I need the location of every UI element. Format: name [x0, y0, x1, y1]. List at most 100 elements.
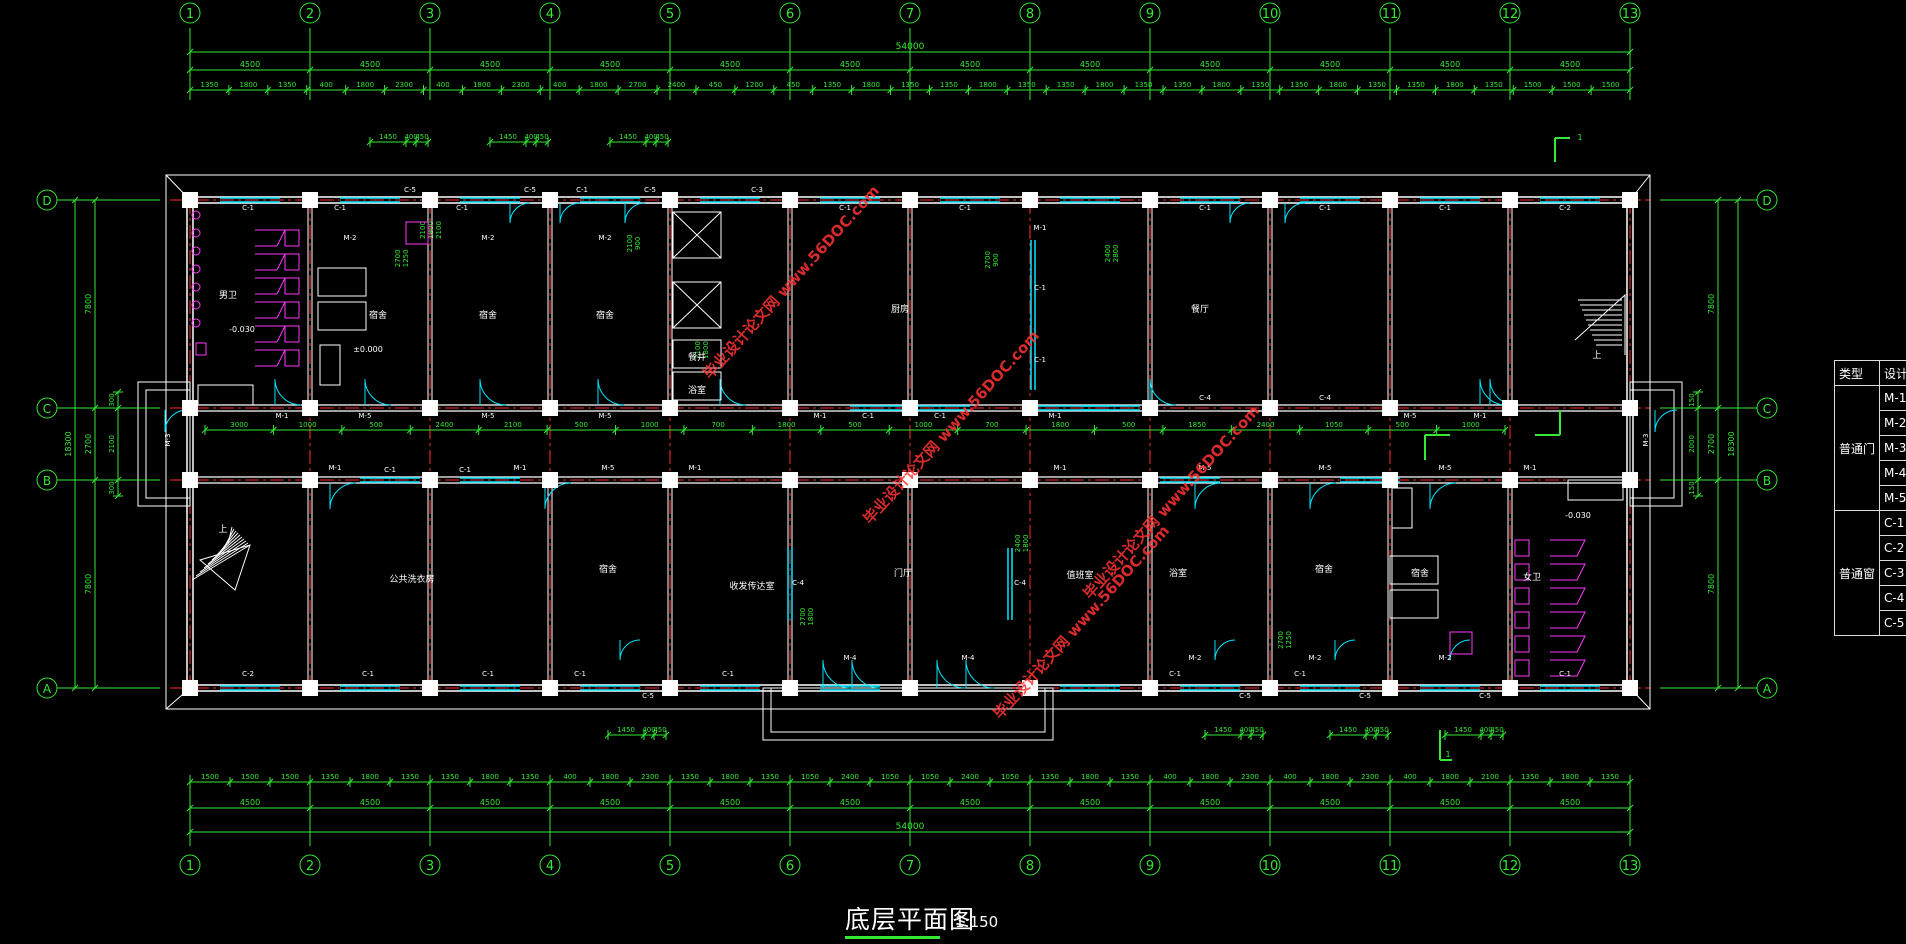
dim-top-detail-label: 1800	[1329, 81, 1347, 89]
dim-bottom-bays-label: 4500	[360, 798, 380, 807]
grid-column-label: 10	[1262, 7, 1279, 22]
dim-left-small-label: 300	[108, 481, 116, 494]
window-tag: C-5	[524, 186, 536, 194]
grid-row-label: B	[1763, 474, 1771, 488]
window-tag: C-1	[482, 670, 494, 678]
grid-bubble	[1139, 854, 1161, 876]
structural-column	[302, 472, 318, 488]
door-tag: M-1	[1523, 464, 1536, 472]
entrance-door	[851, 659, 881, 689]
level-mark: -0.030	[229, 325, 255, 334]
dim-left-small-slash	[114, 388, 122, 396]
dim-top-bays-label: 4500	[600, 60, 620, 69]
entrance-door	[936, 659, 966, 689]
dim-inner-label: 2700	[1277, 631, 1285, 649]
dim-bottom-detail-label: 1800	[601, 773, 619, 781]
dim-bottom-detail-label: 1800	[1561, 773, 1579, 781]
dim-corridor-slash	[1296, 426, 1304, 434]
dim-bottom-detail-label: 1500	[201, 773, 219, 781]
dim-corridor-slash	[680, 426, 688, 434]
room-door	[624, 202, 646, 224]
dim-top-window-label: 450	[415, 133, 428, 141]
grid-column-label: 6	[786, 859, 794, 874]
dim-bottom-window-slash	[1247, 731, 1255, 739]
door-tag: M-1	[1048, 412, 1061, 420]
dim-right-small-label: 150	[1688, 481, 1696, 494]
grid-column-label: 10	[1262, 859, 1279, 874]
elevator-x	[672, 211, 722, 259]
dim-top-detail-slash	[225, 86, 233, 94]
window-tag: C-1	[862, 412, 874, 420]
urinal	[191, 318, 201, 328]
dim-top-detail-slash	[1587, 86, 1595, 94]
dim-bottom-bays-label: 4500	[240, 798, 260, 807]
dim-bottom-window-label: 400	[642, 726, 655, 734]
urinal	[191, 264, 201, 274]
dim-inner-label: 1800	[807, 608, 815, 626]
dim-bottom-detail-slash	[1346, 778, 1354, 786]
dim-bottom-window-slash	[662, 731, 670, 739]
window-tag: C-1	[1294, 670, 1306, 678]
dim-bottom-detail-label: 1050	[881, 773, 899, 781]
dim-bottom-bays-label: 4500	[1200, 798, 1220, 807]
dim-top-bays-label: 4500	[840, 60, 860, 69]
dim-right-small-label: 2000	[1688, 435, 1696, 453]
dim-top-detail-slash	[1081, 86, 1089, 94]
dim-top-detail-slash	[1198, 86, 1206, 94]
dim-corridor-label: 1000	[1462, 421, 1480, 429]
window-tag: C-1	[1319, 204, 1331, 212]
door-tag: M-5	[1438, 464, 1451, 472]
dim-bottom-detail-label: 1050	[1001, 773, 1019, 781]
dim-corridor-label: 2100	[504, 421, 522, 429]
dim-top-detail-slash	[614, 86, 622, 94]
end-door	[1654, 409, 1678, 433]
dim-bottom-detail-label: 1350	[1041, 773, 1059, 781]
toilet-stall	[284, 325, 300, 343]
grid-bubble	[179, 854, 201, 876]
dim-top-detail-label: 2300	[395, 81, 413, 89]
dim-inner-label: 2400	[1104, 244, 1112, 262]
room-label: 宿舍	[599, 563, 617, 575]
dim-bottom-detail-slash	[1106, 778, 1114, 786]
structural-column	[662, 472, 678, 488]
dim-corridor-label: 700	[985, 421, 998, 429]
dim-bottom-detail-label: 1800	[481, 773, 499, 781]
room-door	[1194, 482, 1222, 510]
structural-column	[1262, 472, 1278, 488]
window-tag: C-5	[1239, 692, 1251, 700]
drawing-scale: 1:150	[955, 913, 999, 931]
stair-tread	[219, 530, 237, 553]
window-tag: C-1	[384, 466, 396, 474]
grid-bubble	[779, 2, 801, 24]
structural-column	[422, 192, 438, 208]
dim-top-window-slash	[486, 138, 494, 146]
grid-bubble	[179, 2, 201, 24]
room-label: 值班室	[1066, 569, 1093, 581]
dim-bottom-detail-slash	[266, 778, 274, 786]
dim-top-bays-label: 4500	[1440, 60, 1460, 69]
dim-top-detail-slash	[809, 86, 817, 94]
room-door	[597, 378, 625, 406]
dim-top-detail-label: 1350	[823, 81, 841, 89]
dim-corridor-label: 500	[575, 421, 588, 429]
legend-item: C-2	[1879, 535, 1906, 561]
structural-column	[1382, 472, 1398, 488]
window-tag: C-4	[1014, 579, 1026, 587]
room-door	[1229, 202, 1251, 224]
dim-top-window-slash	[606, 138, 614, 146]
dim-corridor-label: 1850	[1188, 421, 1206, 429]
toilet-stall	[1514, 539, 1530, 557]
dim-corridor-label: 2400	[436, 421, 454, 429]
structural-column	[1622, 680, 1638, 696]
dim-top-detail-slash	[1276, 86, 1284, 94]
structural-column	[1382, 192, 1398, 208]
window-tag: C-4	[792, 579, 804, 587]
dim-top-detail-label: 1350	[1485, 81, 1503, 89]
dim-inner-label: 1800	[1022, 534, 1030, 552]
stair-outline	[1574, 293, 1626, 355]
toilet-stall	[284, 301, 300, 319]
dim-bottom-detail-slash	[946, 778, 954, 786]
room-label: 女卫	[1523, 571, 1541, 583]
stair-up-label: 上	[218, 524, 227, 535]
